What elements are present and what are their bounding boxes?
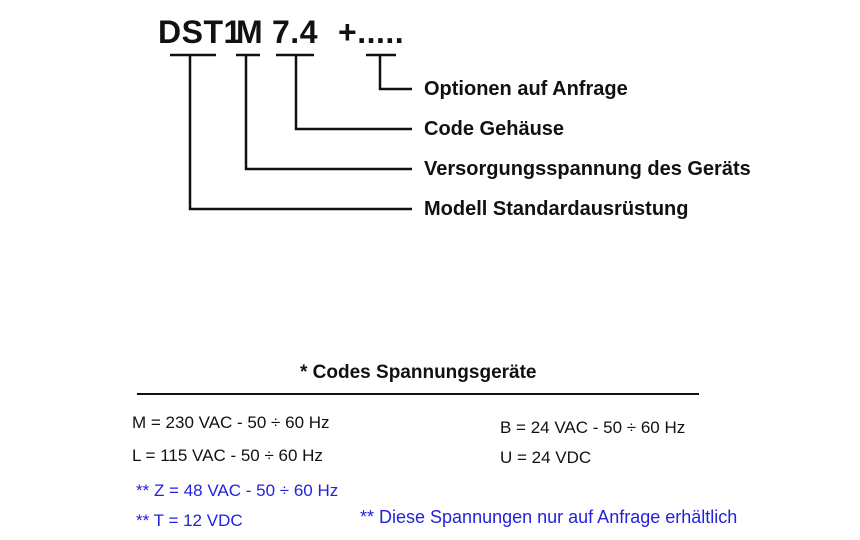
voltage-code-b: B = 24 VAC - 50 ÷ 60 Hz <box>500 418 686 437</box>
connector-options <box>378 55 412 91</box>
code-model: DST1 <box>158 14 242 50</box>
label-options: Optionen auf Anfrage <box>424 78 628 100</box>
voltage-code-l: L = 115 VAC - 50 ÷ 60 Hz <box>132 446 323 465</box>
label-voltage: Versorgungsspannung des Geräts <box>424 158 751 180</box>
voltage-codes-title: * Codes Spannungsgeräte <box>300 362 537 383</box>
code-housing: 7.4 <box>272 14 318 50</box>
label-model: Modell Standardausrüstung <box>424 198 689 220</box>
on-request-footnote: ** Diese Spannungen nur auf Anfrage erhä… <box>360 507 738 527</box>
voltage-code-z: ** Z = 48 VAC - 50 ÷ 60 Hz <box>136 481 339 500</box>
connector-housing <box>294 55 412 131</box>
connector-model <box>188 55 412 211</box>
code-voltage: M <box>236 14 264 50</box>
label-housing: Code Gehäuse <box>424 118 565 140</box>
code-options: +..... <box>338 14 405 50</box>
connector-voltage <box>244 55 412 171</box>
voltage-code-u: U = 24 VDC <box>500 448 592 467</box>
voltage-codes-divider <box>137 393 699 395</box>
voltage-code-m: M = 230 VAC - 50 ÷ 60 Hz <box>132 413 330 432</box>
voltage-code-t: ** T = 12 VDC <box>136 511 243 530</box>
